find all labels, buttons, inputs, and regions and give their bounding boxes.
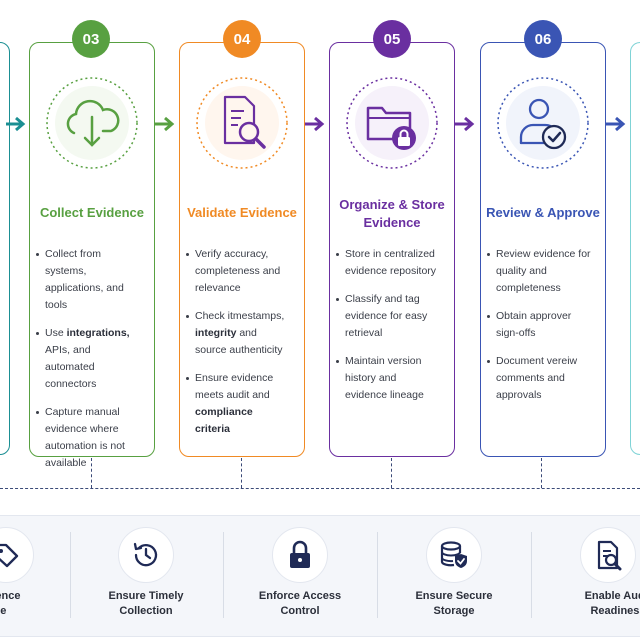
- bullet-item: Collect from systems, applications, and …: [36, 246, 140, 314]
- principle-label: Ensure Secure Storage: [415, 590, 493, 617]
- flow-arrow-icon: [305, 116, 325, 132]
- step-number-badge: 04: [223, 20, 261, 58]
- bullet-item: Classify and tag evidence for easy retri…: [336, 291, 440, 342]
- database-shield-icon: [426, 527, 482, 583]
- connector-line: [241, 458, 242, 488]
- connector-line: [91, 458, 92, 488]
- step-title: Validate Evidence: [187, 205, 297, 220]
- flow-arrow-icon: [6, 116, 26, 132]
- divider: [531, 532, 532, 618]
- folder-lock-icon: [346, 77, 438, 169]
- step-bullets: Store in centralized evidence repository…: [336, 246, 440, 415]
- bullet-item: Capture manual evidence where automation…: [36, 404, 140, 472]
- principle-label: vidence ge: [0, 590, 21, 617]
- principle-label: Enable Audit Readiness: [584, 590, 640, 617]
- step-title: Collect Evidence: [39, 205, 145, 220]
- document-magnifier-icon: [580, 527, 636, 583]
- previous-step-card: [0, 42, 10, 455]
- divider: [223, 532, 224, 618]
- connector-line: [0, 488, 640, 489]
- flow-arrow-icon: [155, 116, 175, 132]
- bullet-item: Ensure evidence meets audit and complian…: [186, 370, 290, 438]
- next-step-card: [630, 42, 640, 455]
- step-number-badge: 05: [373, 20, 411, 58]
- connector-line: [541, 458, 542, 488]
- principle-label: Enforce Access Control: [258, 590, 342, 617]
- step-number-badge: 03: [72, 20, 110, 58]
- bullet-item: Document vereiw comments and approvals: [487, 353, 591, 404]
- flow-arrow-icon: [606, 116, 626, 132]
- step-bullets: Review evidence for quality and complete…: [487, 246, 591, 415]
- padlock-icon: [272, 527, 328, 583]
- bullet-item: Use integrations, APIs, and automated co…: [36, 325, 140, 393]
- cloud-download-icon: [46, 77, 138, 169]
- step-title: Organize & Store Evidence: [339, 197, 445, 230]
- step-number-badge: 06: [524, 20, 562, 58]
- clock-history-icon: [118, 527, 174, 583]
- step-bullets: Verify accuracy, completeness and releva…: [186, 246, 290, 449]
- bullet-item: Check itmestamps, integrity and source a…: [186, 308, 290, 359]
- bullet-item: Maintain version history and evidence li…: [336, 353, 440, 404]
- bullet-item: Verify accuracy, completeness and releva…: [186, 246, 290, 297]
- bullet-item: Obtain approver sign-offs: [487, 308, 591, 342]
- user-check-icon: [497, 77, 589, 169]
- divider: [70, 532, 71, 618]
- step-bullets: Collect from systems, applications, and …: [36, 246, 140, 483]
- bullet-item: Store in centralized evidence repository: [336, 246, 440, 280]
- bullet-item: Review evidence for quality and complete…: [487, 246, 591, 297]
- principle-label: Ensure Timely Collection: [108, 590, 184, 617]
- flow-arrow-icon: [455, 116, 475, 132]
- connector-line: [391, 458, 392, 488]
- document-search-icon: [196, 77, 288, 169]
- step-title: Review & Approve: [486, 205, 600, 220]
- divider: [377, 532, 378, 618]
